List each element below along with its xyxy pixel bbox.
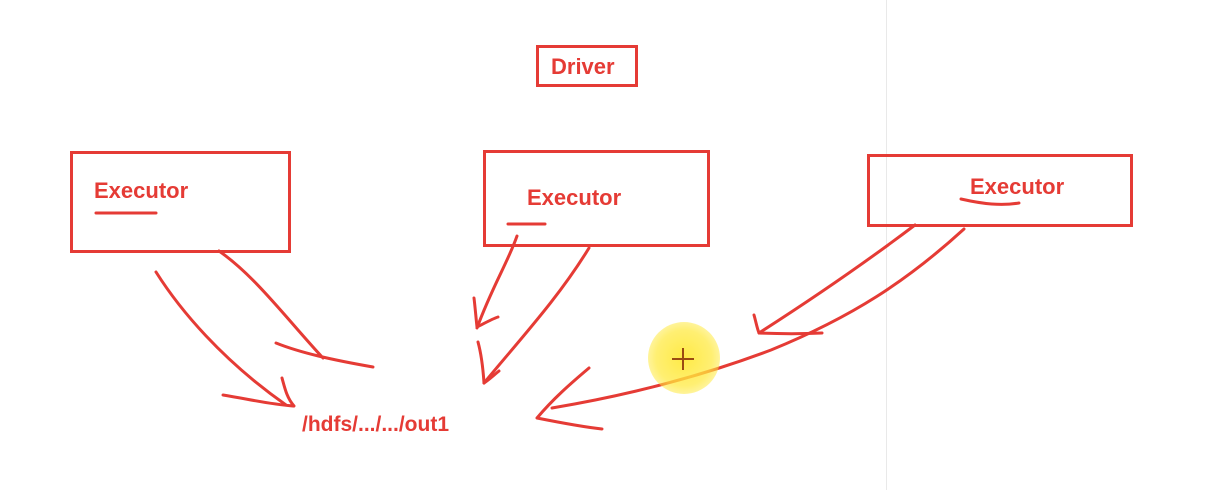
arrow-executor-2-right-head <box>476 340 501 385</box>
arrow-executor-3-upper-head <box>752 313 824 336</box>
executor-label-1: Executor <box>94 178 189 203</box>
arrow-executor-3-lower-shaft <box>550 227 966 410</box>
arrow-executor-2-left-head <box>472 296 500 329</box>
arrow-executor-3-upper-shaft <box>757 223 917 335</box>
executor-label-3: Executor <box>970 174 1065 199</box>
arrow-executor-2-left-shaft <box>475 234 519 330</box>
arrow-executor-1-shaft <box>154 270 288 407</box>
output-path-label: /hdfs/.../.../out1 <box>302 413 449 436</box>
driver-label: Driver <box>551 54 615 79</box>
executor-box-1 <box>70 151 291 253</box>
crosshair-cursor-icon <box>668 344 698 374</box>
curve-executor-1 <box>217 249 375 369</box>
arrow-executor-1-head <box>221 376 296 408</box>
driver-box <box>536 45 638 87</box>
arrow-executor-3-lower-head <box>535 366 604 431</box>
executor-label-2: Executor <box>527 185 622 210</box>
executor-box-2 <box>483 150 710 247</box>
executor-box-3 <box>867 154 1133 227</box>
executor-3-underline <box>959 197 1021 206</box>
arrow-executor-2-right-shaft <box>482 246 591 385</box>
